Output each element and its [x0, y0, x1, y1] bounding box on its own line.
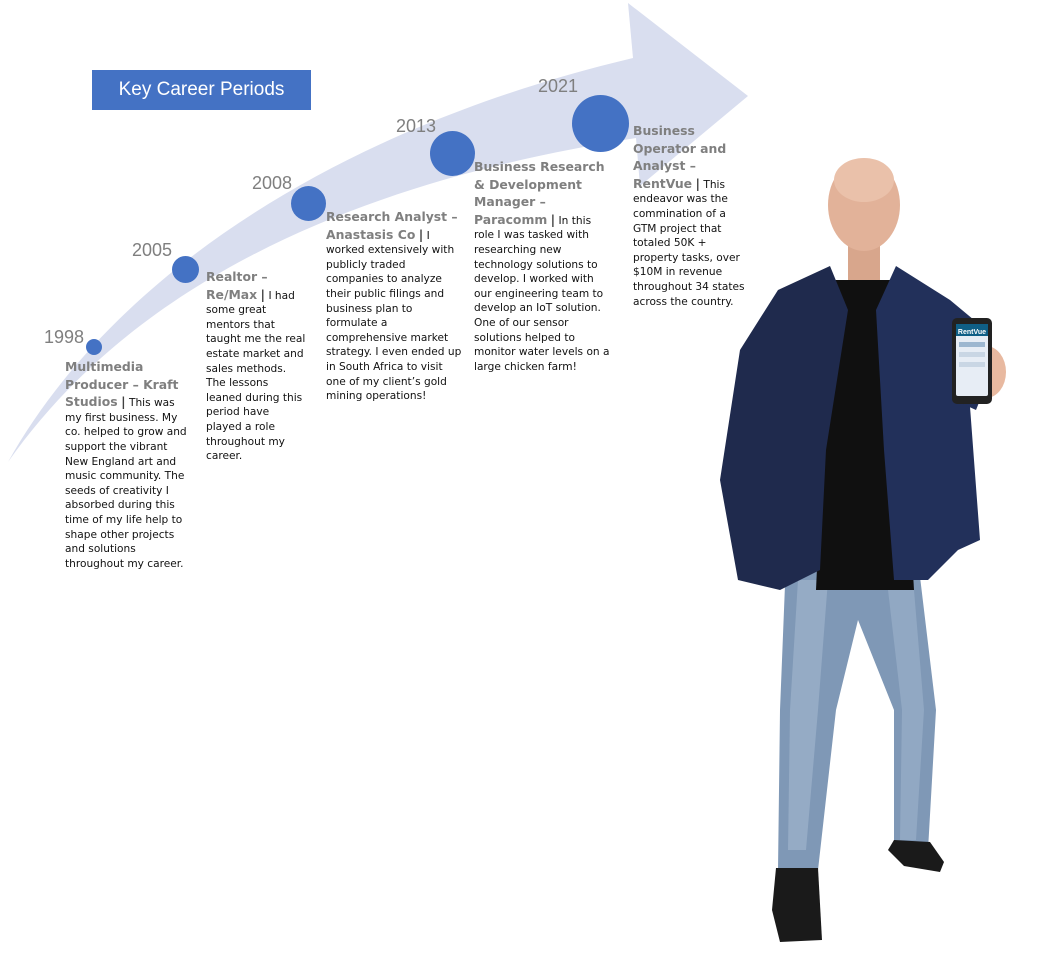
milestone-separator: | [121, 394, 126, 410]
milestone-role: Multimedia Producer – Kraft Studios [65, 359, 179, 410]
milestone-entry-2021: Business Operator and Analyst – RentVue … [633, 122, 745, 309]
page-title: Key Career Periods [92, 70, 311, 110]
milestone-description: This endeavor was the commination of a G… [633, 178, 745, 308]
milestone-separator: | [418, 226, 424, 242]
milestone-entry-2008: Research Analyst – Anastasis Co | I work… [326, 208, 464, 404]
milestone-dot-2008 [291, 186, 326, 221]
milestone-description: I worked extensively with publicly trade… [326, 229, 462, 403]
milestone-dot-2021 [572, 95, 629, 152]
year-label-2005: 2005 [132, 240, 173, 260]
year-label-2021: 2021 [538, 76, 579, 96]
milestone-entry-1998: Multimedia Producer – Kraft Studios | Th… [65, 358, 193, 571]
milestone-separator: | [695, 175, 700, 191]
milestone-description: In this role I was tasked with researchi… [474, 214, 610, 373]
phone-brand-text: RentVue [958, 329, 986, 336]
milestone-entry-2005: Realtor – Re/Max | I had some great ment… [206, 268, 306, 464]
milestone-separator: | [260, 286, 266, 302]
milestone-description: This was my first business. My co. helpe… [65, 397, 187, 570]
milestone-dot-2013 [430, 131, 475, 176]
milestone-entry-2013: Business Research & Development Manager … [474, 158, 614, 374]
milestone-dot-1998 [86, 339, 102, 355]
milestone-role: Research Analyst – Anastasis Co [326, 209, 458, 242]
milestone-role: Realtor – Re/Max [206, 269, 268, 302]
year-label-2013: 2013 [396, 116, 437, 136]
milestone-description: I had some great mentors that taught me … [206, 289, 306, 463]
milestone-role: Business Research & Development Manager … [474, 159, 605, 227]
person-holding-phone-photo: RentVue [720, 158, 1006, 942]
year-label-1998: 1998 [44, 327, 85, 347]
milestone-dot-2005 [172, 256, 199, 283]
milestone-role: Business Operator and Analyst – RentVue [633, 123, 727, 191]
milestone-separator: | [550, 211, 556, 227]
year-label-2008: 2008 [252, 173, 293, 193]
